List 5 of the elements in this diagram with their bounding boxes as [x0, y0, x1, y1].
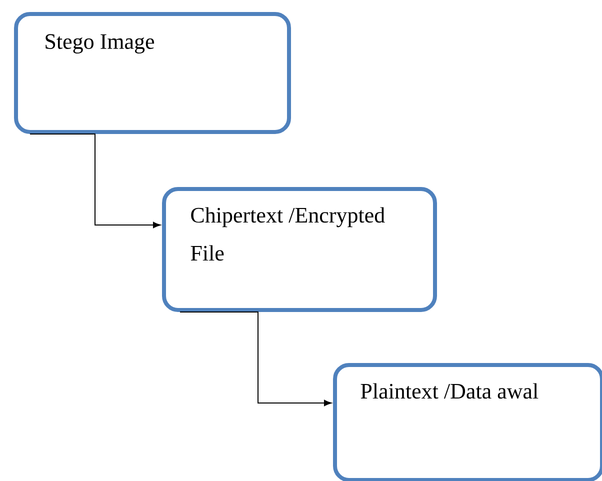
process-box: Plaintext /Data awal: [333, 362, 602, 481]
process-box: Chipertext /Encrypted File: [162, 187, 437, 312]
arrow: [180, 311, 332, 406]
arrow: [30, 134, 160, 228]
process-box: Stego Image: [14, 12, 291, 134]
